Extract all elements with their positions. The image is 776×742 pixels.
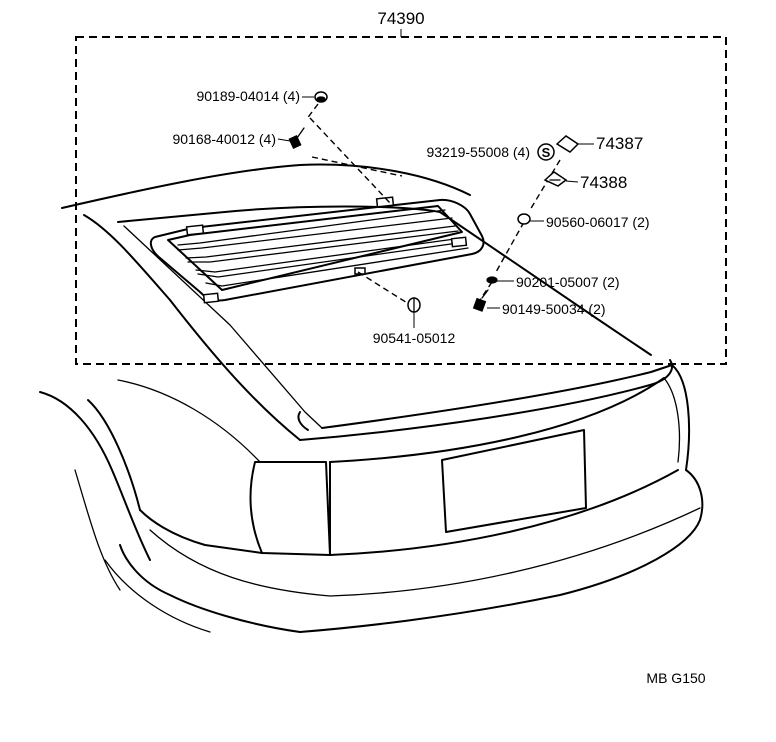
part-label-90149: 90149-50034 (2) bbox=[502, 301, 606, 317]
grommet-90541-icon bbox=[407, 297, 421, 313]
nut-90189-icon bbox=[314, 91, 328, 103]
car-body-outline bbox=[39, 163, 704, 633]
part-label-74387: 74387 bbox=[596, 134, 643, 153]
s-mark-text: S bbox=[542, 145, 551, 160]
spacer-90560-icon bbox=[517, 213, 531, 225]
screw-90149-icon bbox=[472, 289, 489, 312]
s-mark-icon: S bbox=[537, 143, 555, 161]
bolt-90168-icon bbox=[288, 127, 305, 150]
part-label-90189: 90189-04014 (4) bbox=[196, 88, 300, 104]
part-label-93219: 93219-55008 (4) bbox=[426, 144, 530, 160]
leader-lines bbox=[277, 96, 594, 328]
end-cover-74388-icon bbox=[543, 171, 568, 187]
part-label-90201: 90201-05007 (2) bbox=[516, 274, 620, 290]
part-label-90560: 90560-06017 (2) bbox=[546, 214, 650, 230]
end-cover-74387-icon bbox=[555, 135, 580, 153]
drawing-code: MB G150 bbox=[646, 670, 705, 686]
part-label-74388: 74388 bbox=[580, 173, 627, 192]
assembly-lines bbox=[305, 103, 561, 307]
washer-90201-icon bbox=[486, 276, 498, 284]
luggage-rack bbox=[149, 196, 485, 304]
assembly-boundary-box bbox=[75, 36, 727, 365]
assembly-number-label: 74390 bbox=[377, 9, 424, 28]
part-label-90541: 90541-05012 bbox=[373, 330, 456, 346]
part-label-90168: 90168-40012 (4) bbox=[172, 131, 276, 147]
